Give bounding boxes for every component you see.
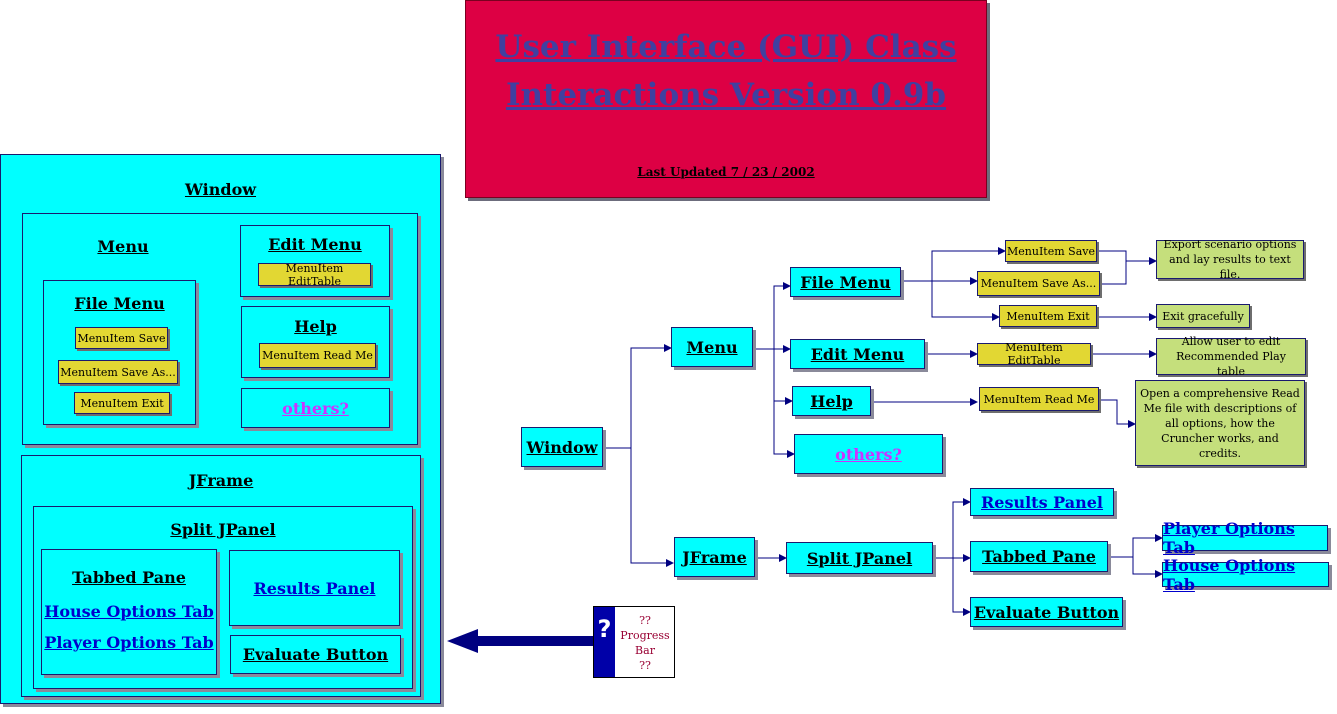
tree-menuitem-read-me[interactable]: MenuItem Read Me (979, 387, 1099, 411)
left-evaluate-button-label: Evaluate Button (242, 645, 389, 664)
tabbed-pane-container: Tabbed Pane House Options Tab Player Opt… (41, 549, 217, 675)
window-label: Window (184, 180, 257, 199)
note-exit: Exit gracefully (1156, 304, 1250, 328)
file-menu-container: File Menu (43, 280, 196, 425)
title-line-1: User Interface (GUI) Class (495, 29, 957, 65)
big-arrow-head (447, 629, 478, 653)
menu-label: Menu (97, 237, 149, 256)
title-banner: User Interface (GUI) Class Interactions … (465, 0, 987, 198)
tree-menu-node[interactable]: Menu (671, 327, 753, 367)
left-evaluate-button[interactable]: Evaluate Button (230, 635, 401, 674)
progress-bar-text: ?? Progress Bar ?? (620, 614, 670, 672)
left-menuitem-save[interactable]: MenuItem Save (75, 327, 168, 349)
tree-house-options-tab-node[interactable]: House Options Tab (1162, 556, 1329, 594)
left-results-panel-label: Results Panel (253, 578, 376, 598)
left-results-panel[interactable]: Results Panel (229, 550, 400, 626)
tree-menuitem-edittable[interactable]: MenuItem EditTable (977, 341, 1091, 367)
tree-edit-menu-node[interactable]: Edit Menu (790, 339, 925, 369)
tree-menuitem-save[interactable]: MenuItem Save (1005, 240, 1097, 262)
left-menuitem-read-me[interactable]: MenuItem Read Me (259, 343, 376, 368)
file-menu-label: File Menu (74, 294, 165, 313)
left-menuitem-save-as[interactable]: MenuItem Save As... (58, 360, 178, 384)
note-export: Export scenario options and lay results … (1156, 238, 1304, 281)
note-allow-edit: Allow user to edit Recommended Play tabl… (1156, 335, 1306, 378)
diagram-title: User Interface (GUI) Class Interactions … (466, 23, 986, 119)
left-house-options-tab[interactable]: House Options Tab (44, 602, 214, 621)
tree-window-node[interactable]: Window (521, 427, 603, 467)
tree-player-options-tab-node[interactable]: Player Options Tab (1162, 519, 1328, 557)
tree-menuitem-exit[interactable]: MenuItem Exit (999, 305, 1097, 327)
left-player-options-tab[interactable]: Player Options Tab (44, 633, 214, 652)
edit-menu-label: Edit Menu (268, 235, 362, 254)
left-menuitem-edittable[interactable]: MenuItem EditTable (258, 262, 371, 288)
big-arrow-shaft (475, 636, 593, 646)
progress-bar-placeholder: ? ?? Progress Bar ?? (593, 606, 675, 678)
tabbed-pane-label: Tabbed Pane (72, 568, 186, 587)
tree-results-panel-node[interactable]: Results Panel (970, 488, 1114, 516)
left-menuitem-exit[interactable]: MenuItem Exit (74, 392, 170, 414)
title-line-2: Interactions Version 0.9b (505, 77, 947, 113)
left-others-box[interactable]: others? (241, 388, 390, 428)
tree-jframe-node[interactable]: JFrame (674, 537, 755, 577)
tree-others-node[interactable]: others? (794, 434, 943, 474)
tree-help-node[interactable]: Help (792, 386, 871, 416)
last-updated: Last Updated 7 / 23 / 2002 (637, 165, 815, 179)
tree-file-menu-node[interactable]: File Menu (790, 267, 901, 297)
jframe-label: JFrame (188, 471, 254, 490)
question-icon: ? (594, 607, 615, 677)
note-read-me: Open a comprehensive Read Me file with d… (1135, 380, 1305, 466)
split-jpanel-label: Split JPanel (170, 520, 276, 539)
help-label: Help (294, 317, 337, 336)
left-others-label[interactable]: others? (282, 398, 349, 418)
tree-menuitem-save-as[interactable]: MenuItem Save As... (977, 271, 1100, 296)
tree-evaluate-button-node[interactable]: Evaluate Button (970, 597, 1123, 627)
tree-tabbed-pane-node[interactable]: Tabbed Pane (970, 541, 1108, 572)
tree-split-jpanel-node[interactable]: Split JPanel (786, 542, 933, 574)
